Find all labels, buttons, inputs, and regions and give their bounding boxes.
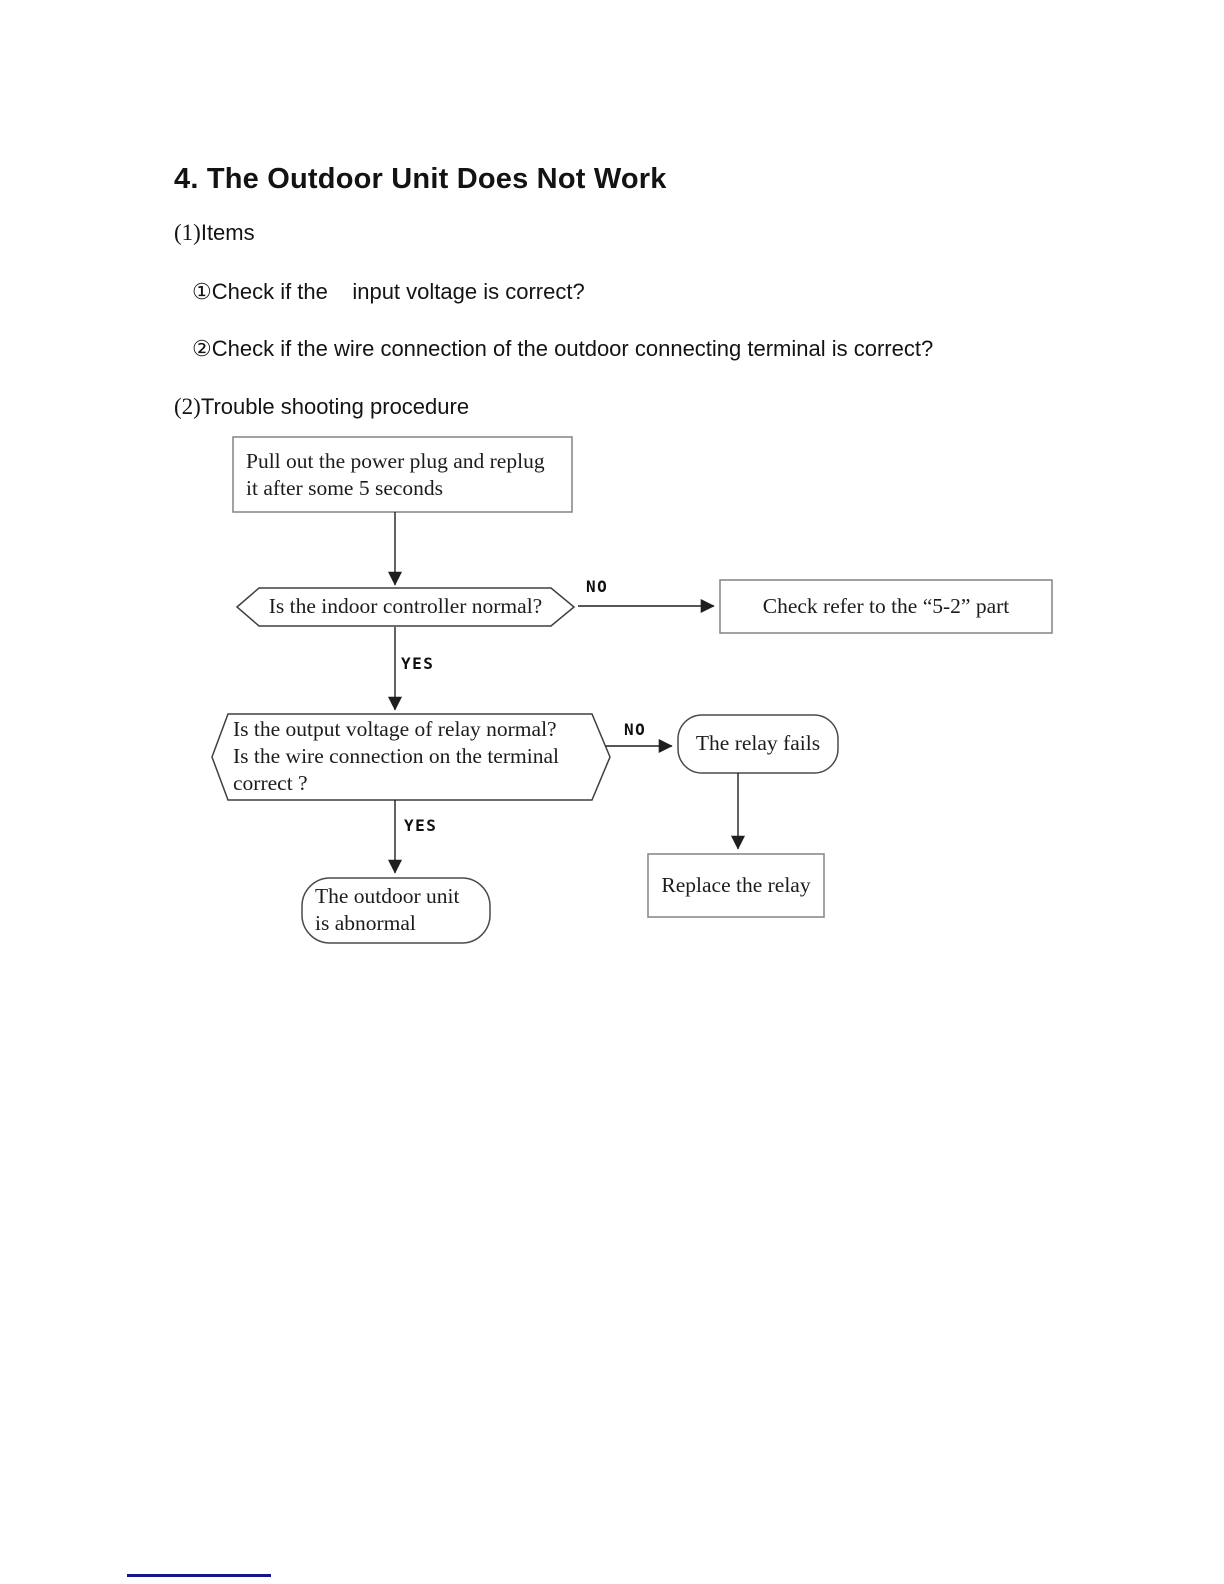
- section-items-label: Items: [200, 220, 255, 245]
- section-procedure-prefix: (2): [174, 394, 201, 419]
- decision-relay-label: Is the output voltage of relay normal? I…: [233, 717, 559, 795]
- replace-relay-shape: [647, 853, 825, 918]
- edge-label-yes-1: YES: [401, 654, 435, 673]
- edge-label-yes-2: YES: [404, 816, 438, 835]
- outdoor-abnormal-label: The outdoor unit is abnormal: [315, 884, 460, 935]
- check-5-2-label: Check refer to the “5-2” part: [762, 594, 1010, 618]
- decision-relay-shape: [211, 713, 611, 801]
- edge-label-no-2: NO: [624, 720, 647, 739]
- outdoor-abnormal-shape: [301, 877, 491, 944]
- edge-label-no-1: NO: [586, 577, 609, 596]
- start-node-shape: [232, 436, 573, 513]
- section-items-prefix: (1): [174, 220, 201, 245]
- replace-relay-label: Replace the relay: [661, 873, 811, 897]
- footer-rule: [127, 1574, 271, 1577]
- section-procedure-label: Trouble shooting procedure: [200, 394, 470, 419]
- decision-indoor-label: Is the indoor controller normal?: [268, 594, 543, 618]
- decision-indoor-shape: [235, 587, 576, 627]
- check-5-2-shape: [719, 579, 1053, 634]
- relay-fails-shape: [677, 714, 839, 774]
- item-check-voltage: ①Check if the input voltage is correct?: [192, 279, 585, 304]
- relay-fails-label: The relay fails: [695, 731, 821, 755]
- section-procedure-heading: (2)Trouble shooting procedure: [174, 392, 469, 422]
- start-node-label: Pull out the power plug and replug it af…: [246, 449, 545, 500]
- page-title: 4. The Outdoor Unit Does Not Work: [174, 163, 667, 196]
- item-check-wire-connection: ②Check if the wire connection of the out…: [192, 336, 934, 361]
- section-items-heading: (1)Items: [174, 218, 255, 248]
